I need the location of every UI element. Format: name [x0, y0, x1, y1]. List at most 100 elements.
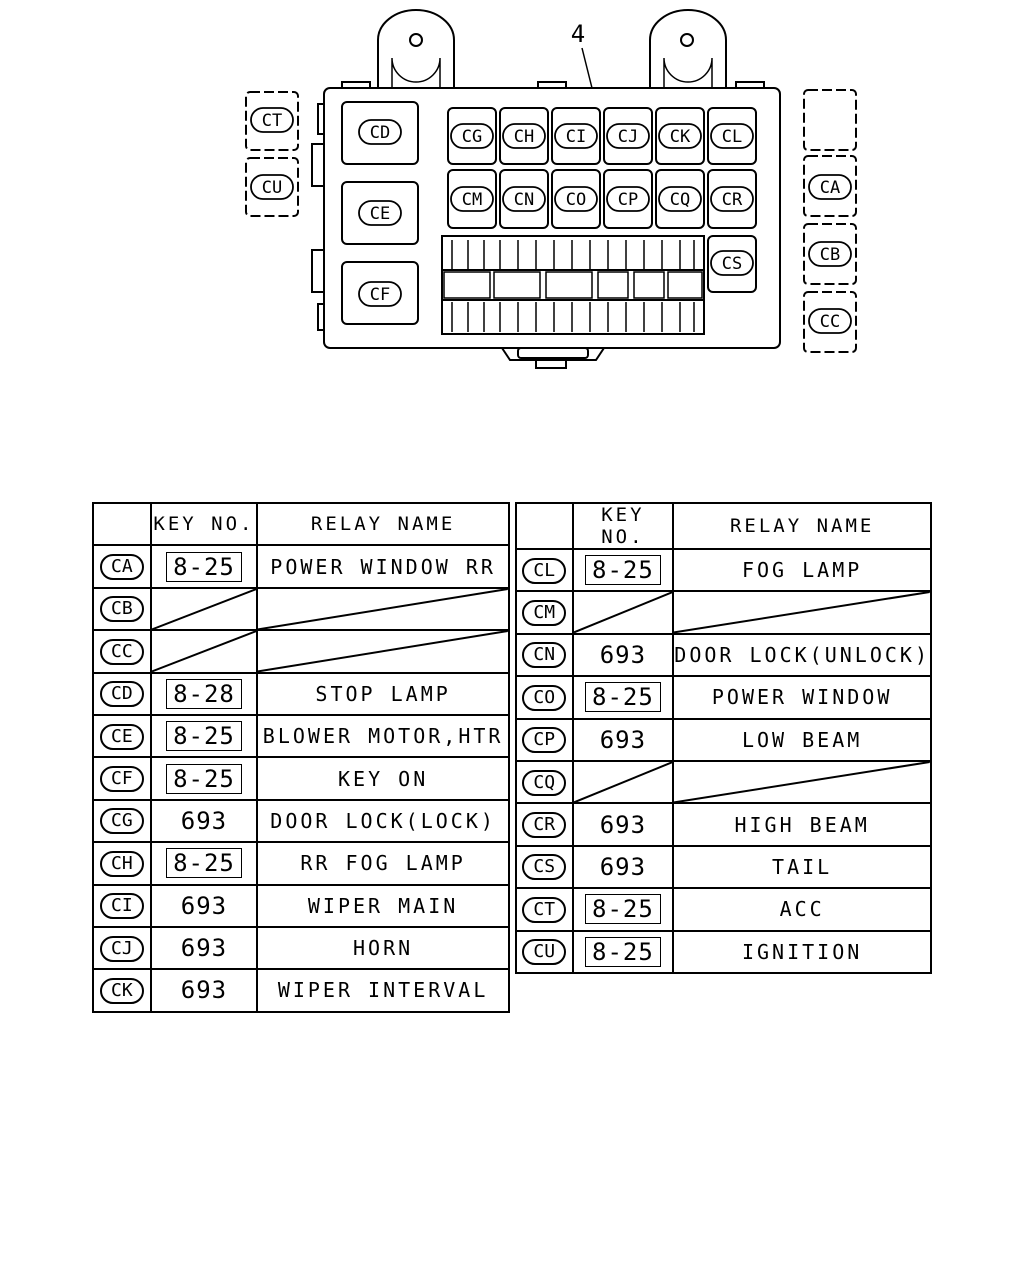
key-no-cell: 8-25: [149, 841, 259, 886]
relay-name-cell: LOW BEAM: [672, 717, 932, 762]
relay-code-cell: CF: [92, 756, 152, 801]
ext-relay-cu: [245, 157, 299, 217]
relay-name: ACC: [779, 897, 825, 922]
key-no-cell: 8-25: [571, 675, 675, 720]
key-no: 693: [180, 934, 228, 963]
label-cu: CU: [262, 178, 282, 198]
ext-relay-ct: [245, 91, 299, 151]
label-cl: CL: [722, 127, 742, 147]
key-no: 8-25: [585, 682, 661, 713]
label-ct: CT: [262, 111, 282, 131]
right-mounting-ear: [649, 9, 727, 88]
table-row: CL 8-25 FOG LAMP: [515, 547, 932, 593]
key-no: 693: [599, 810, 647, 839]
relay-name: HIGH BEAM: [734, 812, 870, 837]
relay-name: BLOWER MOTOR,HTR: [262, 724, 504, 749]
table-row: CO 8-25 POWER WINDOW: [515, 675, 932, 720]
relay-code: CR: [522, 812, 567, 839]
relay-name-cell: KEY ON: [256, 756, 510, 801]
relay-name-cell: [256, 586, 510, 632]
relay-name-cell: [672, 759, 932, 805]
relay-code-cell: CR: [515, 802, 574, 847]
relay-code-cell: CO: [515, 675, 574, 720]
label-co: CO: [566, 190, 586, 210]
relay-name: POWER WINDOW RR: [270, 554, 496, 579]
relay-code-cell: CL: [515, 547, 574, 593]
label-cr: CR: [722, 190, 743, 210]
ext-relay-cb: [803, 223, 857, 285]
relay-name: IGNITION: [741, 939, 863, 964]
header-relay-name: RELAY NAME: [256, 501, 510, 547]
key-no-cell: 8-25: [149, 756, 259, 801]
blank-diagonal: [258, 589, 508, 629]
label-ca: CA: [820, 178, 840, 198]
key-no: 8-25: [585, 555, 661, 586]
blank-diagonal: [674, 762, 930, 802]
relay-code-cell: CP: [515, 717, 574, 762]
relay-code-cell: CI: [92, 883, 152, 928]
key-no-cell: 8-25: [571, 887, 675, 932]
relay-name-cell: POWER WINDOW: [672, 675, 932, 720]
relay-code: CM: [522, 600, 567, 627]
header-relay-name: RELAY NAME: [672, 502, 932, 550]
relay-name: FOG LAMP: [741, 558, 863, 583]
relay-code: CG: [99, 808, 144, 835]
key-no: 693: [599, 640, 647, 669]
header-key-no: KEY NO.: [149, 501, 259, 547]
key-no-cell: 693: [571, 844, 675, 890]
key-no-cell: 693: [571, 802, 675, 847]
key-no-cell: 693: [571, 717, 675, 762]
relay-name: DOOR LOCK(LOCK): [270, 808, 496, 833]
table-row: CR 693 HIGH BEAM: [515, 802, 932, 847]
key-no: 8-25: [585, 894, 661, 925]
label-cp: CP: [618, 190, 638, 210]
relay-code-cell: CM: [515, 590, 574, 635]
key-no-cell: 8-28: [149, 671, 259, 716]
key-no: 8-28: [166, 678, 242, 709]
relay-name-cell: [256, 629, 510, 674]
relay-code: CE: [99, 723, 144, 750]
key-no-cell: 8-25: [149, 713, 259, 759]
relay-code-cell: CE: [92, 713, 152, 759]
label-cs: CS: [722, 254, 742, 274]
relay-name-cell: POWER WINDOW RR: [256, 544, 510, 589]
blank-diagonal: [574, 592, 673, 632]
label-cj: CJ: [618, 127, 638, 147]
label-ck: CK: [670, 127, 691, 147]
relay-code: CA: [99, 554, 144, 581]
table-row: CQ: [515, 759, 932, 805]
left-mounting-ear: [377, 9, 455, 88]
relay-code: CS: [522, 854, 567, 881]
relay-name-cell: IGNITION: [672, 929, 932, 974]
relay-name-cell: RR FOG LAMP: [256, 841, 510, 886]
key-no-cell: 8-25: [571, 547, 675, 593]
blank-diagonal: [574, 762, 673, 802]
relay-name-cell: DOOR LOCK(LOCK): [256, 798, 510, 844]
relay-name: KEY ON: [337, 766, 429, 791]
label-cm: CM: [462, 190, 482, 210]
relay-name: TAIL: [772, 854, 833, 879]
blank-diagonal: [674, 592, 930, 632]
relay-code-cell: CS: [515, 844, 574, 890]
ext-relay-cc: [803, 291, 857, 353]
label-cg: CG: [462, 127, 482, 147]
blank-diagonal: [152, 631, 257, 671]
relay-code-cell: CD: [92, 671, 152, 716]
socket-ce: [341, 181, 419, 245]
callout-label: 4: [571, 20, 585, 48]
relay-code: CD: [99, 681, 144, 708]
relay-name-cell: HORN: [256, 925, 510, 971]
key-no: 8-25: [166, 848, 242, 879]
relay-code: CU: [522, 939, 567, 966]
key-no: 693: [180, 806, 228, 835]
